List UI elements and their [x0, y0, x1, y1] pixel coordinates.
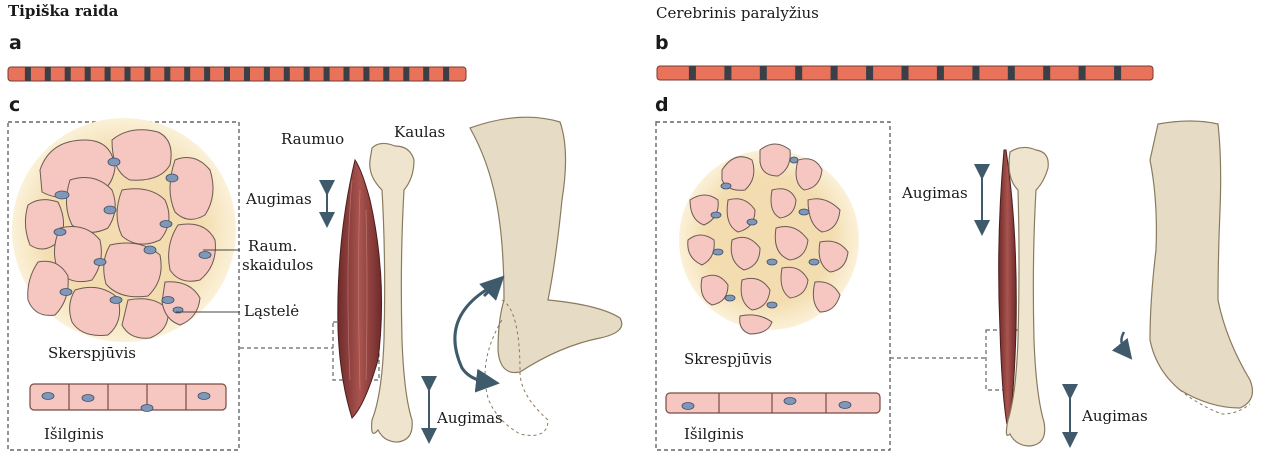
z-line	[125, 67, 131, 81]
growth-label-muscle-typical: Augimas	[246, 192, 312, 207]
z-line	[972, 66, 979, 80]
z-line	[831, 66, 838, 80]
foot-typical	[455, 117, 622, 435]
muscle-cp	[999, 150, 1017, 430]
panel-label-d: d	[655, 96, 669, 115]
z-line	[45, 67, 51, 81]
cell-label: Ląstelė	[244, 304, 299, 319]
z-line	[866, 66, 873, 80]
z-line	[403, 67, 409, 81]
cross-section-label-typical: Skerspjūvis	[48, 346, 136, 361]
title-typical: Tipiška raida	[8, 4, 118, 19]
z-line	[284, 67, 290, 81]
panel-label-b: b	[655, 34, 669, 53]
z-line	[264, 67, 270, 81]
cross-section-cp	[679, 144, 859, 334]
z-line	[1008, 66, 1015, 80]
longitudinal-fibers-typical	[30, 384, 226, 412]
growth-label-bone-cp: Augimas	[1082, 409, 1148, 424]
z-line	[204, 67, 210, 81]
longitudinal-fibers-cp	[666, 393, 880, 413]
panel-label-c: c	[9, 96, 20, 115]
z-line	[105, 67, 111, 81]
cross-section-typical	[12, 118, 236, 342]
muscle-label: Raumuo	[281, 132, 344, 147]
longitudinal-label-typical: Išilginis	[44, 427, 104, 442]
z-line	[902, 66, 909, 80]
z-line	[324, 67, 330, 81]
foot-cp	[1121, 121, 1252, 414]
z-line	[363, 67, 369, 81]
z-line	[244, 67, 250, 81]
z-line	[65, 67, 71, 81]
cross-section-label-cp: Skrespjūvis	[684, 352, 772, 367]
z-line	[689, 66, 696, 80]
z-line	[1079, 66, 1086, 80]
z-line	[184, 67, 190, 81]
z-line	[85, 67, 91, 81]
z-line	[25, 67, 31, 81]
growth-label-muscle-cp: Augimas	[902, 186, 968, 201]
z-line	[443, 67, 449, 81]
growth-label-bone-typical: Augimas	[437, 411, 503, 426]
z-line	[423, 67, 429, 81]
z-line	[795, 66, 802, 80]
z-line	[1043, 66, 1050, 80]
z-line	[1114, 66, 1121, 80]
z-line	[760, 66, 767, 80]
z-line	[164, 67, 170, 81]
z-line	[724, 66, 731, 80]
panel-label-a: a	[9, 34, 22, 53]
title-cp: Cerebrinis paralyžius	[656, 6, 819, 21]
z-line	[224, 67, 230, 81]
z-line	[937, 66, 944, 80]
z-line	[144, 67, 150, 81]
z-line	[383, 67, 389, 81]
z-line	[344, 67, 350, 81]
sarcomere-strip-typical	[8, 67, 466, 81]
longitudinal-label-cp: Išilginis	[684, 427, 744, 442]
bone-label: Kaulas	[394, 125, 445, 140]
fibers-label-line1: Raum.	[248, 239, 297, 254]
muscle-typical	[338, 160, 382, 418]
fibers-label-line2: skaidulos	[242, 258, 313, 273]
sarcomere-strip-cp	[657, 66, 1153, 80]
z-line	[304, 67, 310, 81]
